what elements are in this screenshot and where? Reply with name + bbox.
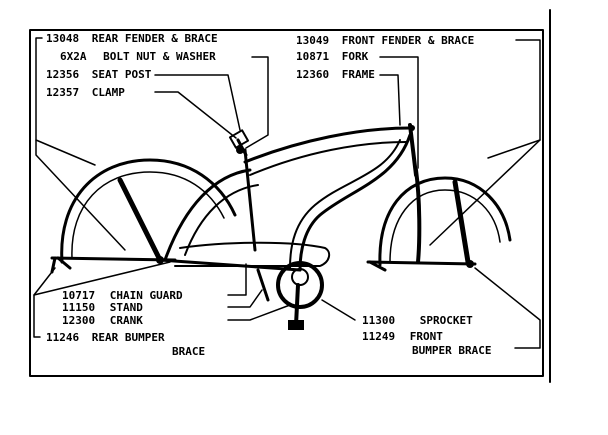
label-front-bumper-brace-line2: BUMPER BRACE: [412, 344, 491, 357]
leader-fork: [379, 56, 419, 169]
leader-front-brace: [429, 139, 541, 246]
label-sprocket: 11300 SPROCKET: [362, 314, 473, 327]
frame-seat-tube: [243, 148, 257, 252]
joint-front-axle: [466, 260, 474, 268]
kick-stand: [256, 268, 270, 302]
front-fender: [378, 176, 512, 267]
frame-rear-stay-inner: [184, 184, 259, 256]
front-fender-brace: [452, 179, 471, 265]
leader-rear-bumper-brace-b: [33, 261, 171, 296]
front-fender-inner: [389, 189, 501, 263]
label-crank: 12300 CRANK: [62, 314, 143, 327]
crank-arm: [294, 283, 300, 327]
rear-bumper: [50, 256, 57, 274]
label-rear-bumper-brace: 11246 REAR BUMPER: [46, 331, 165, 344]
chain-guard: [174, 241, 331, 267]
diagram-border: [29, 29, 544, 377]
label-rear-fender-brace: 13048 REAR FENDER & BRACE: [46, 32, 218, 45]
rear-fender-tip: [56, 256, 72, 270]
joint-rear-axle: [156, 256, 164, 264]
label-clamp: 12357 CLAMP: [46, 86, 125, 99]
seat-clamp: [228, 129, 250, 149]
label-frame: 12360 FRAME: [296, 68, 375, 81]
leader-bolt-nut-washer: [245, 56, 269, 149]
leader-chain-guard: [227, 263, 247, 296]
leader-clamp: [154, 91, 237, 139]
frame-top-tube-lower: [249, 141, 407, 176]
label-fork: 10871 FORK: [296, 50, 369, 63]
front-fork: [414, 168, 422, 264]
leader-rear-brace: [35, 139, 126, 251]
label-bolt-nut-washer: 6X2A BOLT NUT & WASHER: [60, 50, 216, 63]
label-front-bumper-brace: 11249 FRONT: [362, 330, 443, 343]
rear-axle-line: [50, 256, 177, 262]
frame-down-tube-inner: [289, 139, 401, 269]
bicycle-drawing: [50, 123, 512, 330]
frame-top-tube: [243, 126, 412, 164]
sprocket: [276, 261, 324, 309]
leader-rear-bumper-brace: [33, 267, 56, 338]
pedal: [288, 320, 304, 330]
leader-frame: [379, 74, 401, 126]
label-stand: 11150 STAND: [62, 301, 143, 314]
leader-lines: [33, 37, 541, 349]
label-seat-post: 12356 SEAT POST: [46, 68, 152, 81]
label-rear-bumper-brace-line2: BRACE: [172, 345, 205, 358]
label-chain-guard: 10717 CHAIN GUARD: [62, 289, 183, 302]
frame-head-tube: [408, 123, 418, 177]
leader-rear-fender: [35, 37, 96, 166]
leader-crank: [227, 304, 291, 321]
rear-fender-brace: [117, 177, 163, 263]
leader-front-fender: [487, 39, 541, 159]
labels: 13048 REAR FENDER & BRACE 6X2A BOLT NUT …: [46, 32, 491, 358]
frame-down-tube: [298, 133, 412, 272]
leader-seat-post: [154, 74, 241, 131]
leader-stand: [227, 289, 263, 308]
joint-head: [409, 125, 415, 131]
leader-sprocket: [321, 299, 356, 321]
leader-front-bumper-brace: [474, 267, 541, 349]
label-front-fender-brace: 13049 FRONT FENDER & BRACE: [296, 34, 474, 47]
front-axle-line: [366, 260, 477, 266]
frame-rear-stay: [163, 168, 252, 262]
joint-seat-clamp: [236, 146, 244, 154]
